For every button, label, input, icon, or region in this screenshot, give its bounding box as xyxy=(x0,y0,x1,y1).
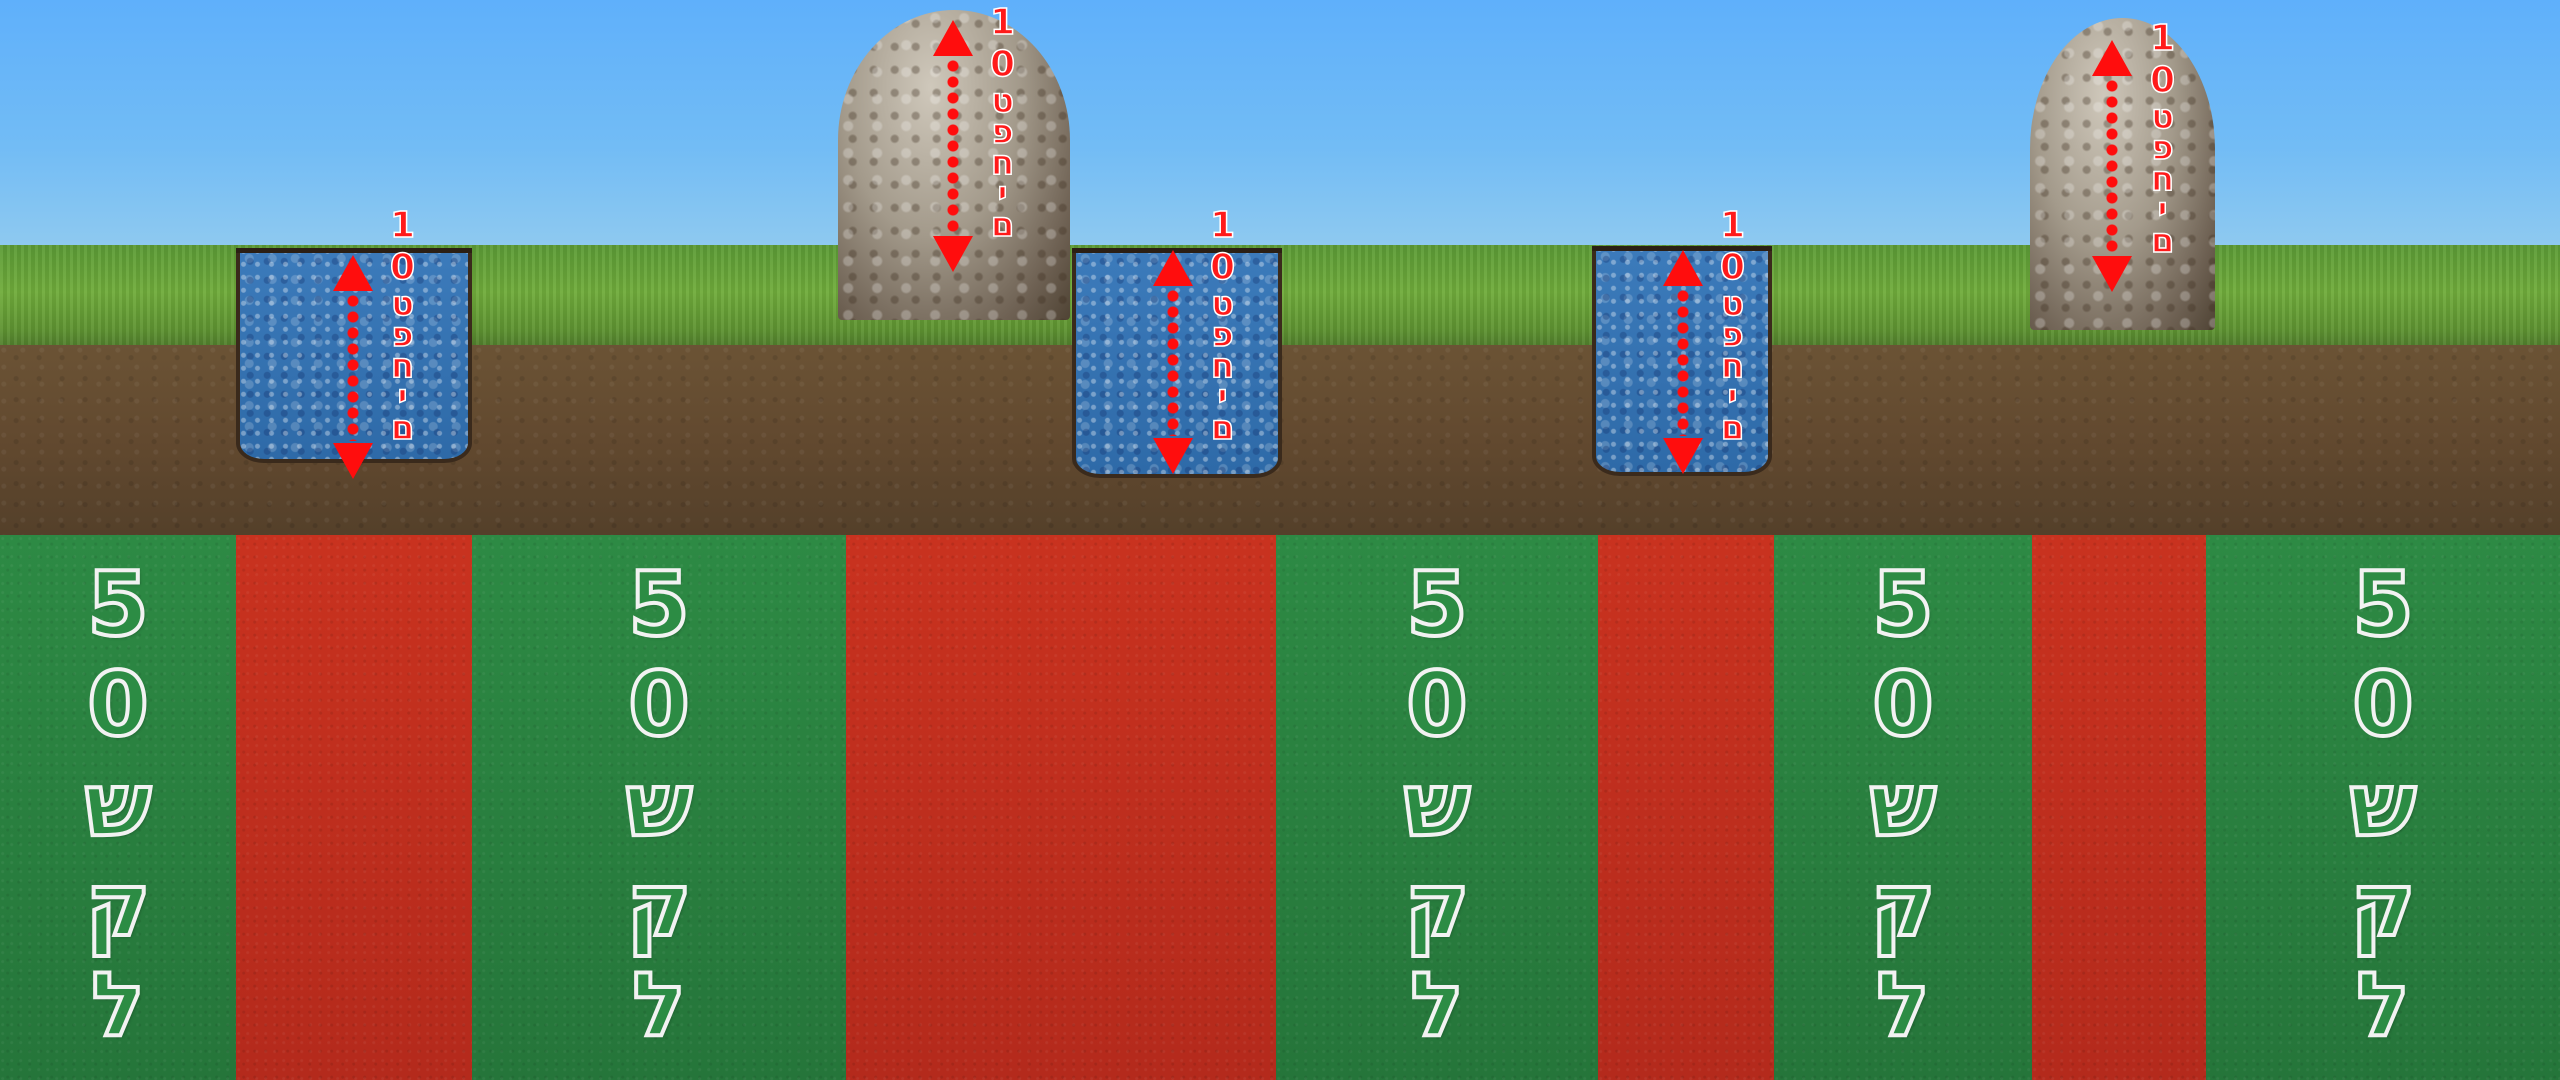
price-letter: ק xyxy=(1871,855,1936,955)
dim-digit: 0 xyxy=(990,44,1015,86)
price-bands: 5 0 ש ק ל 5 0 ש ק ל 5 0 ש ק ל 5 0 ש xyxy=(0,535,2560,1080)
price-letter: ש xyxy=(85,755,152,855)
price-letter: ק xyxy=(86,855,151,955)
price-letter: ל xyxy=(2356,955,2409,1055)
dim-digit: 1 xyxy=(990,2,1015,44)
price-letter: ש xyxy=(1404,755,1471,855)
dim-letter: ם xyxy=(2151,226,2175,257)
price-letter: ש xyxy=(626,755,693,855)
dim-digit: 0 xyxy=(1210,247,1235,289)
price-digit: 0 xyxy=(2352,655,2413,755)
price-digit: 5 xyxy=(87,555,148,655)
price-digit: 0 xyxy=(1872,655,1933,755)
price-digit: 0 xyxy=(628,655,689,755)
arrow-1 xyxy=(333,255,373,479)
price-label: 5 0 ש ק ל xyxy=(472,555,846,1055)
arrow-4 xyxy=(1663,250,1703,474)
price-digit: 5 xyxy=(1872,555,1933,655)
dim-digit: 0 xyxy=(2150,60,2175,102)
dimension-label-4: 1 0 ט פ ח י ם xyxy=(1720,205,1745,444)
band-red-4 xyxy=(2032,535,2206,1080)
price-letter: ל xyxy=(91,955,144,1055)
band-red-2 xyxy=(846,535,1276,1080)
price-letter: ק xyxy=(1405,855,1470,955)
arrow-5 xyxy=(2092,40,2132,292)
price-digit: 0 xyxy=(1406,655,1467,755)
price-digit: 5 xyxy=(628,555,689,655)
dimension-label-5: 1 0 ט פ ח י ם xyxy=(2150,18,2175,257)
dim-digit: 1 xyxy=(2150,18,2175,60)
dim-digit: 0 xyxy=(1720,247,1745,289)
dim-letter: ם xyxy=(991,210,1015,241)
arrow-2 xyxy=(933,20,973,272)
dim-digit: 1 xyxy=(1210,205,1235,247)
band-green-2: 5 0 ש ק ל xyxy=(472,535,846,1080)
dim-letter: ם xyxy=(1721,413,1745,444)
band-green-4: 5 0 ש ק ל xyxy=(1774,535,2032,1080)
dim-digit: 0 xyxy=(390,247,415,289)
dim-letter: ם xyxy=(391,413,415,444)
band-red-3 xyxy=(1598,535,1774,1080)
price-letter: ל xyxy=(1876,955,1929,1055)
price-digit: 5 xyxy=(2352,555,2413,655)
price-letter: ש xyxy=(1870,755,1937,855)
price-label: 5 0 ש ק ל xyxy=(1774,555,2032,1055)
price-letter: ל xyxy=(1410,955,1463,1055)
dimension-label-3: 1 0 ט פ ח י ם xyxy=(1210,205,1235,444)
price-label: 5 0 ש ק ל xyxy=(0,555,236,1055)
price-letter: ש xyxy=(2350,755,2417,855)
price-label: 5 0 ש ק ל xyxy=(2206,555,2560,1055)
dim-letter: ם xyxy=(1211,413,1235,444)
price-letter: ק xyxy=(2351,855,2416,955)
arrow-3 xyxy=(1153,250,1193,474)
band-green-5: 5 0 ש ק ל xyxy=(2206,535,2560,1080)
band-green-3: 5 0 ש ק ל xyxy=(1276,535,1598,1080)
dimension-label-1: 1 0 ט פ ח י ם xyxy=(390,205,415,444)
band-green-1: 5 0 ש ק ל xyxy=(0,535,236,1080)
price-digit: 5 xyxy=(1406,555,1467,655)
dim-digit: 1 xyxy=(390,205,415,247)
dim-digit: 1 xyxy=(1720,205,1745,247)
band-red-1 xyxy=(236,535,472,1080)
price-digit: 0 xyxy=(87,655,148,755)
dimension-label-2: 1 0 ט פ ח י ם xyxy=(990,2,1015,241)
price-letter: ק xyxy=(627,855,692,955)
price-label: 5 0 ש ק ל xyxy=(1276,555,1598,1055)
price-letter: ל xyxy=(632,955,685,1055)
